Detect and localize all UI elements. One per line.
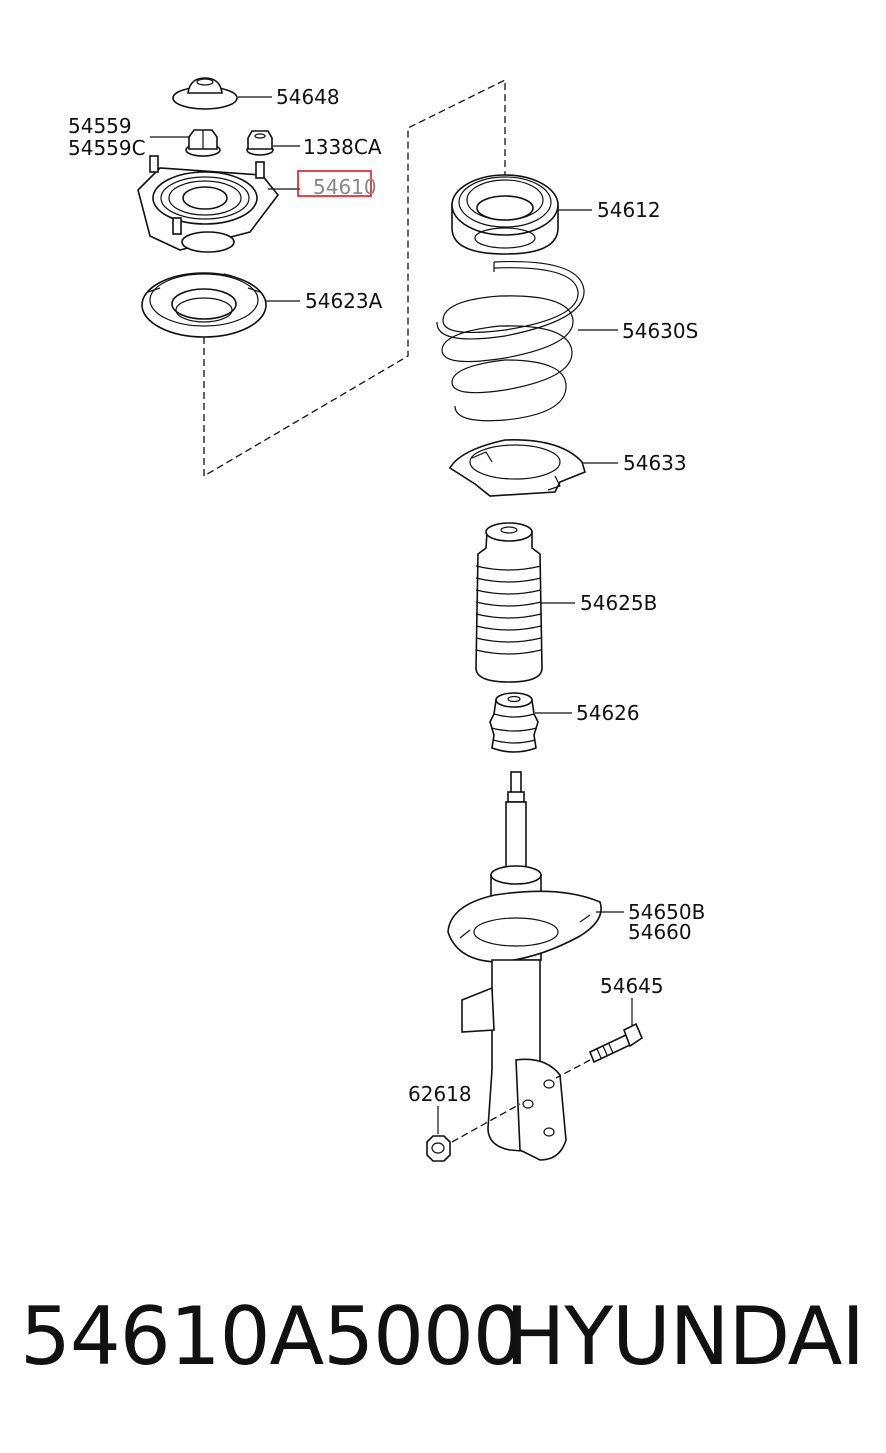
highlight-box-54610 — [297, 170, 372, 197]
label-54645: 54645 — [600, 974, 664, 998]
label-54633: 54633 — [623, 451, 687, 475]
label-54650B: 54650B — [628, 900, 705, 924]
label-54648: 54648 — [276, 85, 340, 109]
part-54650B-strut-assembly — [447, 771, 602, 1161]
part-54645-bolt — [588, 1022, 643, 1064]
label-54623A: 54623A — [305, 289, 383, 313]
part-54559-nut — [185, 129, 221, 157]
footer: 54610A5000 HYUNDAI — [0, 1290, 886, 1410]
part-54648-cap — [172, 77, 238, 110]
label-54559: 54559 — [68, 114, 132, 138]
part-54623A-insulator — [141, 272, 267, 338]
label-1338CA: 1338CA — [303, 135, 382, 159]
footer-brand: HYUNDAI — [505, 1290, 865, 1383]
footer-part-number: 54610A5000 — [20, 1290, 524, 1383]
label-54559C: 54559C — [68, 136, 146, 160]
part-54612-bearing — [451, 174, 559, 255]
label-54625B: 54625B — [580, 591, 657, 615]
label-62618: 62618 — [408, 1082, 472, 1106]
label-54610: 54610 — [313, 175, 377, 199]
label-54626: 54626 — [576, 701, 640, 725]
part-54610-strut-mount — [137, 155, 280, 253]
assembly-outline — [203, 78, 506, 478]
part-62618-nut — [426, 1135, 451, 1162]
label-54630S: 54630S — [622, 319, 698, 343]
label-54612: 54612 — [597, 198, 661, 222]
part-54633-spring-pad — [448, 439, 586, 497]
part-1338CA-nut — [246, 130, 274, 156]
part-54630S-spring — [436, 260, 585, 422]
part-54625B-dust-cover — [475, 522, 543, 683]
part-54626-bump-stopper — [489, 692, 539, 753]
label-54660: 54660 — [628, 920, 692, 944]
